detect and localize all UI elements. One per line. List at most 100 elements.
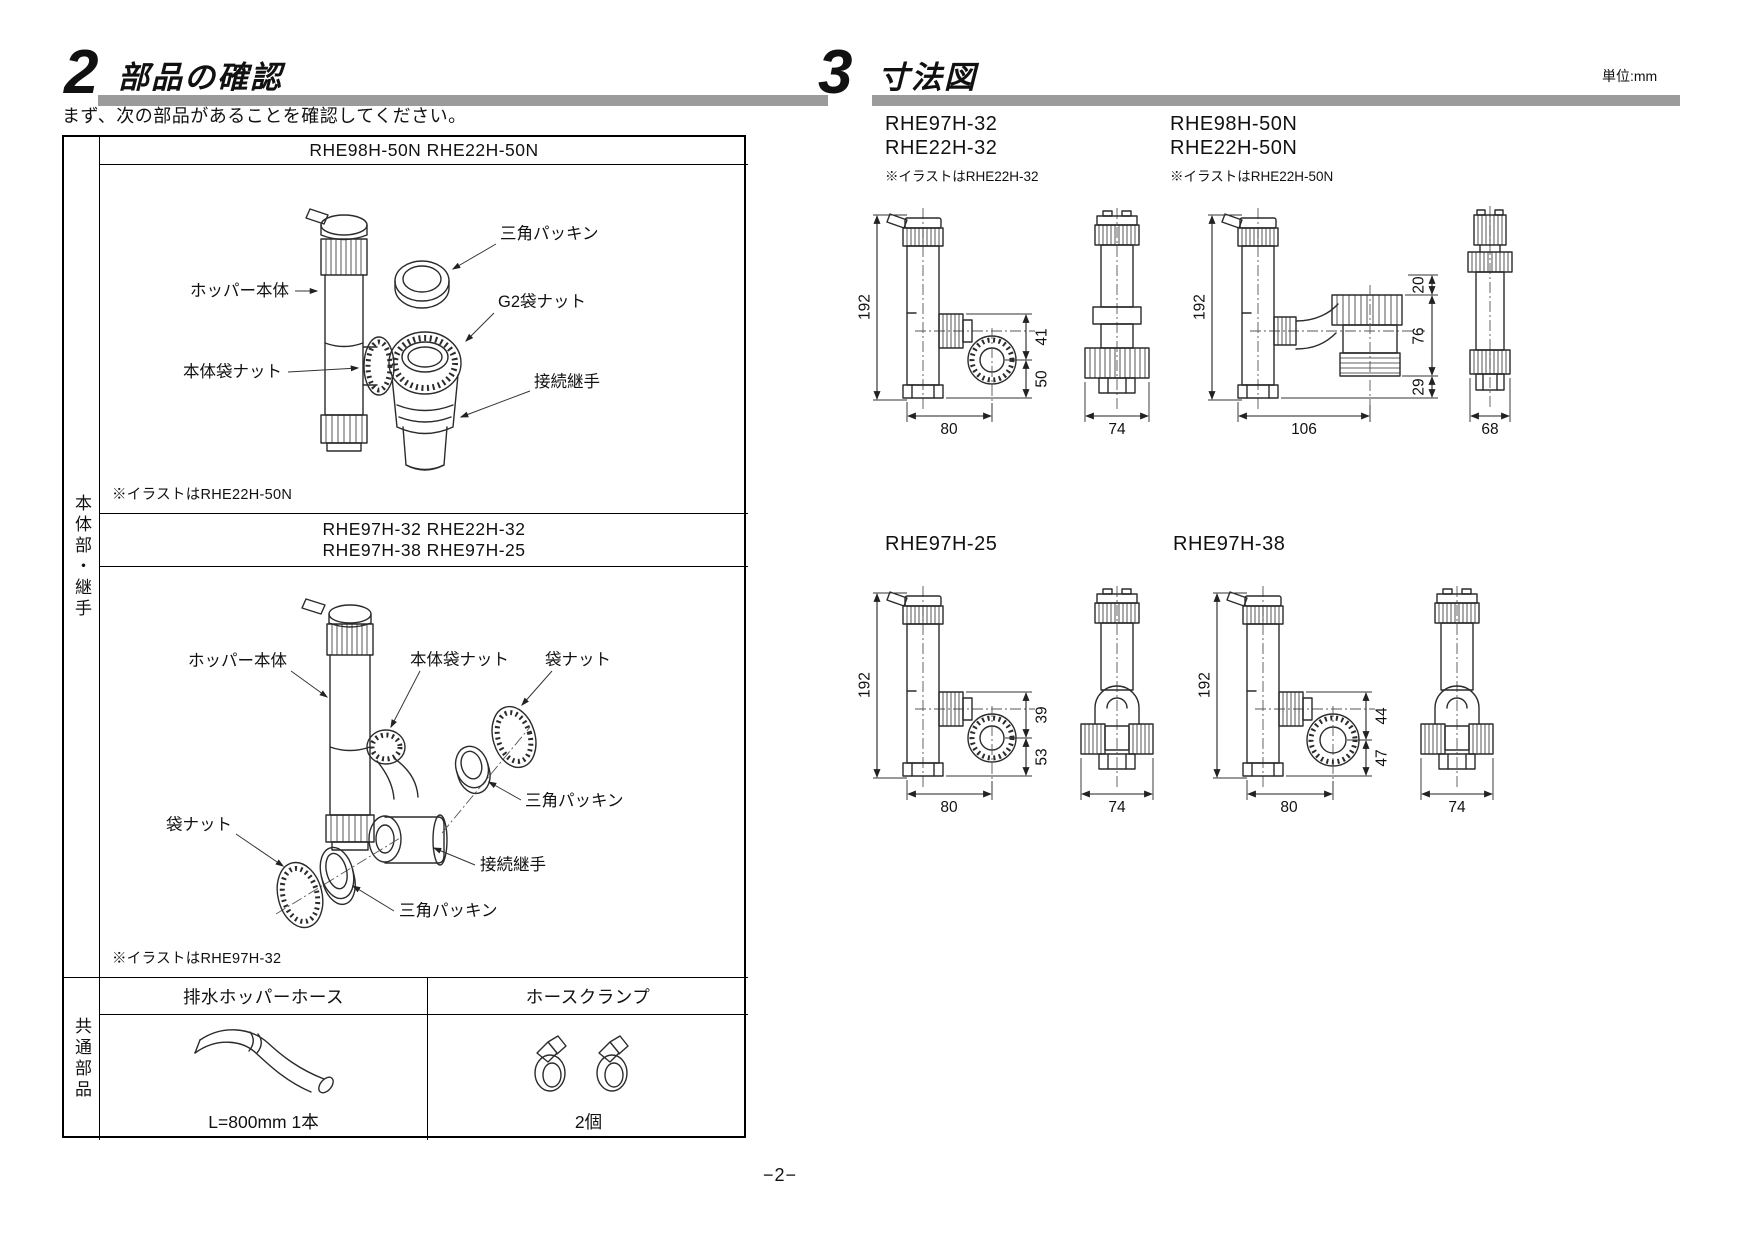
clamp-header-cell: ホースクランプ [427,978,748,1015]
label-nut-top: 袋ナット [545,650,611,669]
diagram2-title1: RHE98H-50N [1170,113,1298,135]
dim-width: 80 [1280,799,1298,816]
diagram3-title: RHE97H-25 [885,533,998,555]
diagram1-titles: RHE97H-32 RHE22H-32 ※イラストはRHE22H-32 [885,112,1039,185]
hose-header-text: 排水ホッパーホース [182,986,345,1007]
hose-cell: L=800mm 1本 [100,1015,427,1140]
bottom-packing-drawing [319,846,356,906]
block2-note: ※イラストはRHE97H-32 [112,951,282,967]
diagram2-note: ※イラストはRHE22H-50N [1170,169,1334,184]
dim-b: 50 [1033,370,1050,388]
section3-number: 3 [818,38,853,107]
side-view-drawing [886,586,1035,790]
dim-width: 80 [940,799,958,816]
diagram1-title2: RHE22H-32 [885,137,998,159]
dim-front-width: 68 [1481,421,1498,438]
dim-a: 39 [1033,706,1050,723]
parts-table: 本体部・継手 共通部品 RHE98H-50N RHE22H-50N [62,135,748,1140]
label-packing-bottom: 三角パッキン [399,901,498,920]
section2-number: 2 [64,38,99,107]
dim-a: 41 [1033,328,1050,345]
hose-illustration [194,1029,334,1094]
dimension-drawing-rhe98h-50n: 192 20 76 29 106 [1191,206,1513,438]
front-view-drawing [1080,586,1154,788]
clamp-cell: 2個 [427,1015,748,1140]
dim-b: 53 [1033,748,1050,765]
body-nut-drawing [366,729,406,765]
label-nut-bottom: 袋ナット [166,815,232,834]
row-group2-label: 共通部品 [72,1017,91,1101]
drain-hose-drawing [194,1029,334,1094]
dimension-drawing-rhe97h-25: 192 39 53 80 [856,586,1154,816]
dim-width: 106 [1291,421,1317,438]
row-group-body-joint: 本体部・継手 [64,137,100,978]
hose-clamp-drawing-2 [596,1035,629,1092]
block1-part-labels: ホッパー本体 本体袋ナット 三角パッキン G2袋ナット 接続継手 [183,224,600,418]
dim-b: 76 [1410,327,1427,344]
elbow-joint-drawing [275,726,531,915]
clamp-caption: 2個 [574,1112,603,1132]
label-joint: 接続継手 [534,372,600,391]
side-view-drawing [1226,586,1375,790]
dim-front-width: 74 [1108,421,1126,438]
row-group-common-parts: 共通部品 [64,978,100,1140]
block1-content: ホッパー本体 本体袋ナット 三角パッキン G2袋ナット 接続継手 ※イラストはR… [100,165,748,514]
hopper-body-drawing [301,598,375,851]
diagram4-title: RHE97H-38 [1173,533,1286,555]
dim-b: 47 [1373,749,1390,766]
front-view-drawing [1467,206,1513,410]
clamp-header-text: ホースクランプ [525,986,651,1007]
hose-header-cell: 排水ホッパーホース [100,978,427,1015]
side-view-drawing [1221,208,1425,412]
hose-caption: L=800mm 1本 [208,1112,319,1132]
parts-illustration-block2: ホッパー本体 本体袋ナット 袋ナット 三角パッキン 袋ナット 接続継手 三角パッ… [166,598,624,929]
dimension-drawing-rhe97h-32: 192 41 50 80 74 [856,208,1150,438]
label-g2-nut: G2袋ナット [498,292,586,311]
body-nut-drawing [362,336,395,396]
dimension-lines: 192 20 76 29 106 [1191,214,1438,438]
dim-height: 192 [856,672,873,698]
block2-header-line1: RHE97H-32 RHE22H-32 [322,519,526,539]
diagram1-note: ※イラストはRHE22H-32 [885,169,1039,184]
dim-a: 44 [1373,707,1390,725]
label-body-nut: 本体袋ナット [410,650,509,669]
bottom-left-nut-drawing [276,861,324,929]
dimension-lines: 192 41 50 80 [856,214,1050,438]
block2-part-labels: ホッパー本体 本体袋ナット 袋ナット 三角パッキン 袋ナット 接続継手 三角パッ… [166,650,624,920]
unit-label: 単位:mm [1602,68,1658,84]
row-group1-label: 本体部・継手 [72,494,91,620]
dim-c: 29 [1410,378,1427,395]
dim-front-width: 74 [1108,799,1126,816]
clamp-illustration [534,1035,629,1092]
front-view-drawing [1420,586,1494,788]
dim-height: 192 [1196,672,1213,698]
section2-title: 部品の確認 [118,60,283,95]
block1-header: RHE98H-50N RHE22H-50N [100,137,748,165]
dim-width: 80 [940,421,958,438]
label-joint: 接続継手 [480,855,546,874]
front-dimension: 74 [1420,758,1494,816]
dim-height: 192 [1191,294,1208,320]
front-view-drawing [1084,208,1150,410]
parts-illustration-block1: ホッパー本体 本体袋ナット 三角パッキン G2袋ナット 接続継手 [183,208,600,471]
label-body-nut: 本体袋ナット [183,362,282,381]
block2-content: ホッパー本体 本体袋ナット 袋ナット 三角パッキン 袋ナット 接続継手 三角パッ… [100,567,748,978]
section2-underline [98,95,828,106]
dim-height: 192 [856,294,873,320]
label-triangle-packing: 三角パッキン [500,224,599,243]
front-dimension: 74 [1080,758,1154,816]
front-dimension: 74 [1084,382,1150,438]
g2-nut-joint-drawing [388,331,462,471]
diagram2-title2: RHE22H-50N [1170,137,1298,159]
label-hopper-body: ホッパー本体 [188,651,288,670]
side-view-drawing [886,208,1035,412]
block1-note: ※イラストはRHE22H-50N [112,487,293,503]
dim-front-width: 74 [1448,799,1466,816]
hopper-body-drawing [305,208,368,452]
label-hopper-body: ホッパー本体 [190,281,290,300]
dim-a: 20 [1410,276,1427,294]
hose-clamp-drawing-1 [534,1035,567,1092]
section2-intro: まず、次の部品があることを確認してください。 [62,106,467,126]
section3-underline [872,95,1680,106]
